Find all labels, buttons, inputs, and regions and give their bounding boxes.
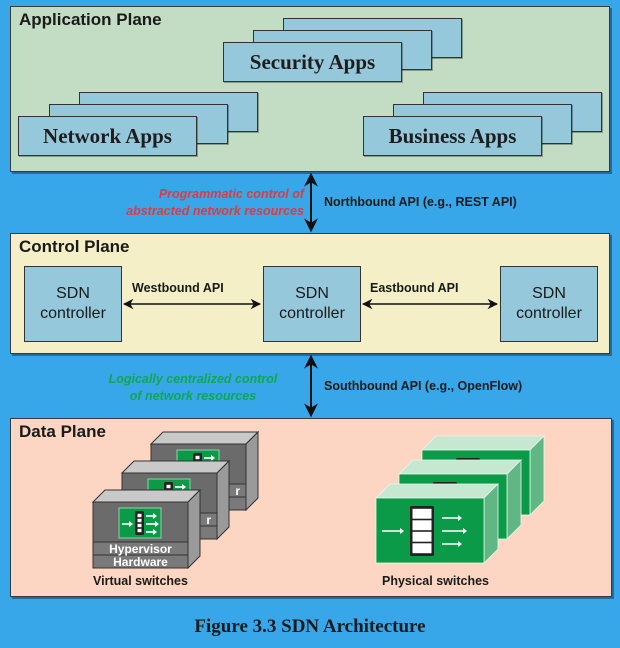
- switch-side-face: [483, 483, 499, 564]
- southbound-description: Logically centralized control of network…: [80, 371, 306, 405]
- arrowhead: [155, 521, 159, 527]
- southbound-description-line1: Logically centralized control: [108, 372, 278, 386]
- application-plane-title: Application Plane: [19, 10, 162, 29]
- arrowhead: [153, 529, 157, 535]
- hypervisor-label: Hypervisor: [109, 542, 172, 556]
- security-apps-box: Security Apps: [223, 42, 402, 82]
- flow-table-entry: [412, 543, 432, 554]
- sdn-controller-right: SDN controller: [500, 266, 598, 342]
- hardware-band: [92, 554, 189, 569]
- westbound-api-label: Westbound API: [132, 281, 224, 295]
- flow-table-entry: [166, 484, 171, 489]
- flow-table-entry: [137, 518, 142, 523]
- control-plane-title: Control Plane: [19, 237, 130, 256]
- switch-side-face: [187, 488, 201, 570]
- switch-top-face: [149, 431, 260, 445]
- switch-top-face: [91, 489, 202, 503]
- southbound-description-line2: of network resources: [129, 389, 257, 403]
- data-plane-title: Data Plane: [19, 422, 106, 441]
- arrowhead: [400, 528, 404, 534]
- switch-top-face: [120, 460, 231, 474]
- arrowhead: [463, 528, 467, 534]
- switch-side-face: [216, 459, 230, 541]
- northbound-description: Programmatic control of abstracted netwo…: [126, 186, 304, 220]
- controller-line1: SDN: [56, 285, 90, 302]
- hypervisor-label: r: [235, 484, 240, 498]
- arrowhead: [153, 513, 157, 519]
- arrowhead: [182, 484, 186, 490]
- flow-table-entry: [412, 531, 432, 542]
- switch-top-face: [398, 459, 522, 475]
- arrowhead: [458, 515, 462, 521]
- northbound-api-label: Northbound API (e.g., REST API): [324, 195, 517, 209]
- network-apps-label: Network Apps: [43, 123, 172, 148]
- arrowhead: [211, 455, 215, 461]
- eastbound-api-label: Eastbound API: [370, 281, 459, 295]
- hypervisor-label: r: [206, 513, 211, 527]
- arrowhead: [458, 541, 462, 547]
- northbound-description-line1: Programmatic control of: [158, 187, 304, 201]
- network-apps-box: Network Apps: [18, 116, 197, 156]
- physical-switches-group: [375, 435, 545, 564]
- controller-line2: controller: [40, 305, 106, 322]
- security-apps-label: Security Apps: [249, 49, 376, 74]
- figure-caption: Figure 3.3 SDN Architecture: [194, 616, 426, 637]
- arrowhead: [129, 521, 133, 527]
- switch-top-face: [375, 483, 499, 499]
- switch-side-face: [245, 430, 259, 512]
- virtual-switches-caption: Virtual switches: [93, 574, 188, 588]
- flow-table-icon: [135, 511, 144, 535]
- flow-table-entry: [137, 523, 142, 528]
- physical-switches-caption: Physical switches: [382, 574, 490, 588]
- controller-line1: SDN: [532, 285, 566, 302]
- sdn-controller-left: SDN controller: [24, 266, 122, 342]
- switch-side-face: [529, 435, 545, 516]
- controller-line2: controller: [279, 305, 345, 322]
- hardware-label: Hardware: [113, 555, 168, 569]
- switch-side-face: [506, 459, 522, 540]
- business-apps-label: Business Apps: [388, 123, 517, 148]
- flow-table-entry: [412, 520, 432, 531]
- sdn-controller-center: SDN controller: [263, 266, 361, 342]
- physical-switch: [375, 483, 499, 564]
- flow-table-entry: [195, 455, 200, 460]
- controller-line2: controller: [516, 305, 582, 322]
- flow-table-entry: [137, 513, 142, 518]
- business-apps-box: Business Apps: [363, 116, 542, 156]
- flow-table-entry: [137, 528, 142, 533]
- flow-table-entry: [412, 508, 432, 519]
- switch-top-face: [421, 435, 545, 451]
- northbound-description-line2: abstracted network resources: [126, 204, 304, 218]
- southbound-api-label: Southbound API (e.g., OpenFlow): [324, 379, 523, 393]
- controller-line1: SDN: [295, 285, 329, 302]
